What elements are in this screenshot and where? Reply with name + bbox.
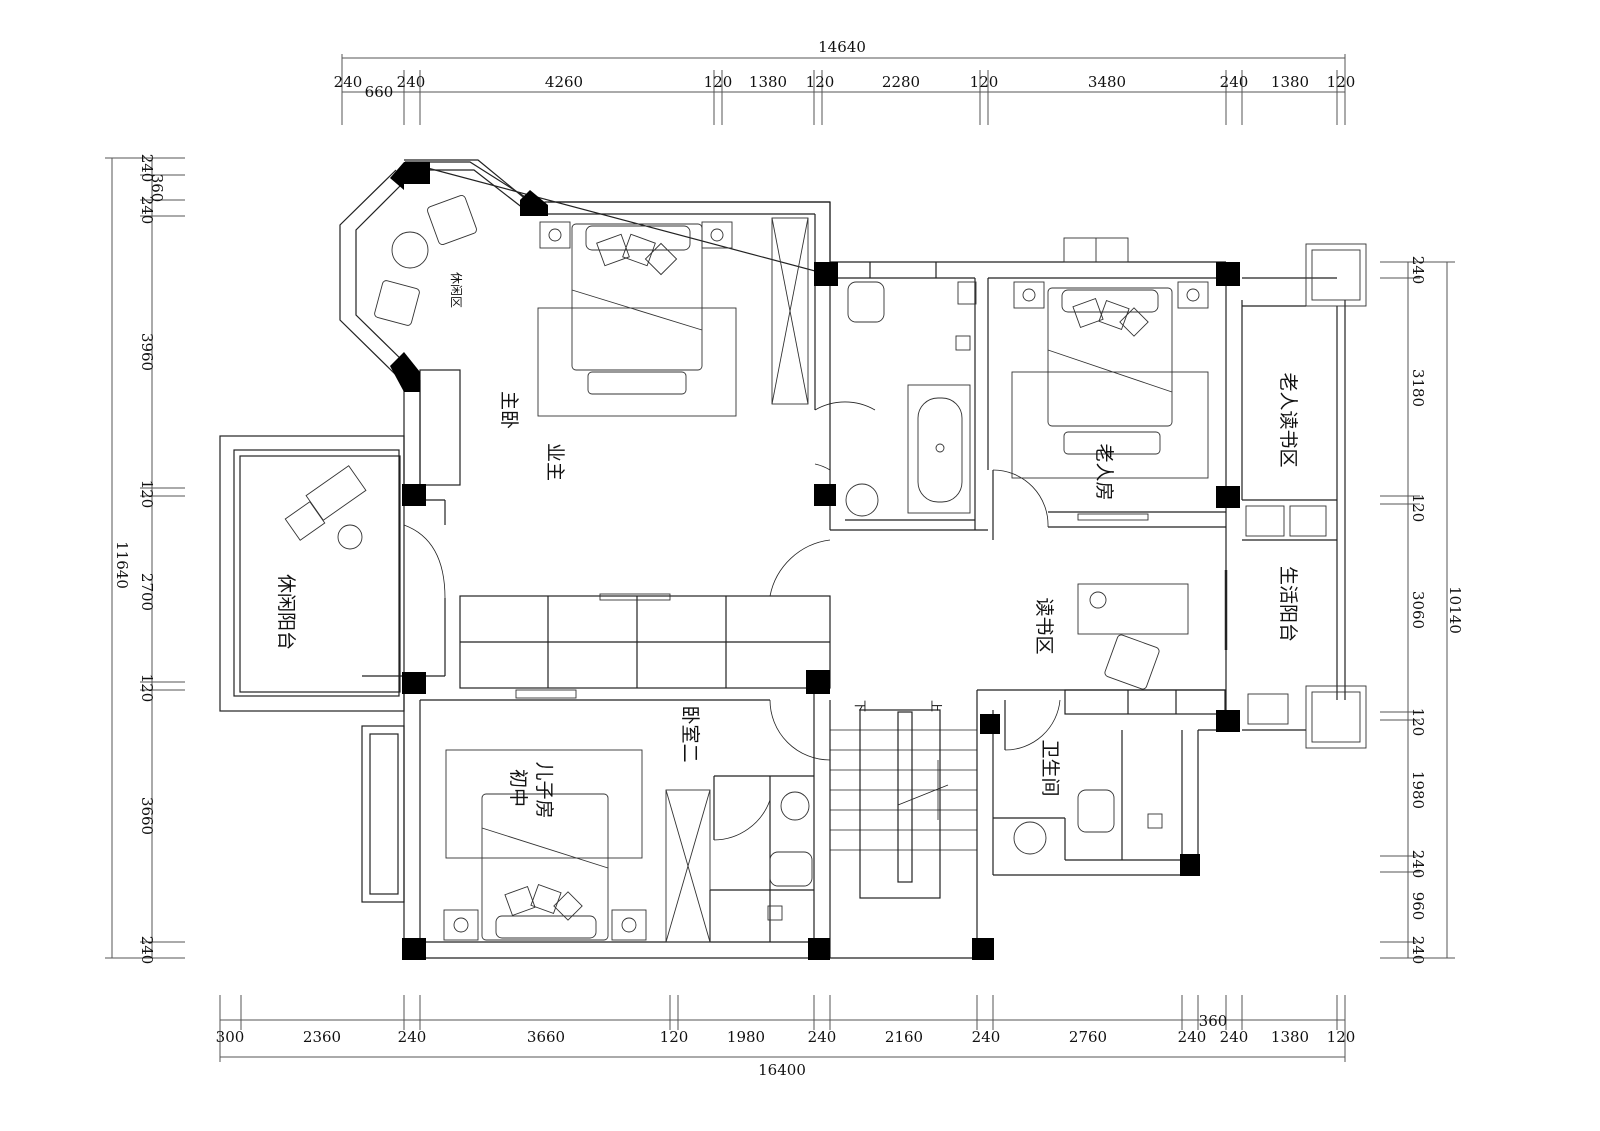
- label-stair-down: 下: [853, 700, 867, 712]
- dim-bottom-label: 3660: [527, 1028, 565, 1046]
- label-son-room: 儿子房: [533, 761, 555, 818]
- label-reading-area: 读书区: [1033, 597, 1055, 654]
- dim-right-label: 120: [1409, 494, 1427, 523]
- dim-top-label: 120: [704, 73, 733, 91]
- dim-top-label: 4260: [545, 73, 583, 91]
- wardrobe-icon: [771, 217, 809, 405]
- columns: [390, 162, 1240, 960]
- dim-right-label: 240: [1409, 850, 1427, 879]
- dim-left-label: 120: [138, 674, 156, 703]
- dim-right-label: 240: [1409, 256, 1427, 285]
- dimension-lines: [105, 54, 1455, 1062]
- lounge-chairs-icon: [374, 195, 477, 326]
- dim-right-label: 3180: [1409, 369, 1427, 407]
- dim-top-label: 660: [365, 83, 394, 101]
- dim-bottom-label: 1980: [727, 1028, 765, 1046]
- label-elder-reading: 老人读书区: [1277, 372, 1299, 467]
- label-lounge-area: 休闲区: [449, 272, 463, 308]
- dim-bottom-label: 2760: [1069, 1028, 1107, 1046]
- label-bedroom-two: 卧室二: [679, 705, 701, 762]
- dim-bottom-label: 240: [1220, 1028, 1249, 1046]
- dim-top-label: 2280: [882, 73, 920, 91]
- sink-icon: [845, 483, 879, 517]
- label-leisure-balcony: 休闲阳台: [275, 574, 297, 650]
- label-master-bedroom: 主卧: [498, 391, 520, 429]
- dim-top-label: 3480: [1088, 73, 1126, 91]
- dim-left-label: 240: [138, 196, 156, 225]
- dim-bottom-total: 16400: [758, 1061, 806, 1079]
- toilet-icon: [847, 281, 885, 323]
- dim-bottom-label: 240: [972, 1028, 1001, 1046]
- room-labels: 主卧 业主 休闲区 休闲阳台 老人读书区 老人房 生活阳台 读书区 卧室二 儿子…: [275, 272, 1299, 819]
- dim-left-label: 360: [148, 174, 166, 203]
- dim-top-label: 120: [970, 73, 999, 91]
- dim-left-label: 120: [138, 480, 156, 509]
- label-bathroom: 卫生间: [1039, 739, 1061, 796]
- bathtub-icon: [907, 384, 971, 514]
- dim-bottom-label: 120: [1327, 1028, 1356, 1046]
- dim-top-label: 1380: [1271, 73, 1309, 91]
- dim-right-label: 120: [1409, 708, 1427, 737]
- dim-top-label: 120: [1327, 73, 1356, 91]
- master-bed-icon: [537, 221, 737, 417]
- balcony-chairs-icon: [284, 465, 367, 550]
- elder-bed-icon: [1011, 281, 1209, 521]
- son-bed-icon: [443, 749, 647, 941]
- dim-bottom-extra: 360: [1199, 1012, 1228, 1030]
- dim-top-label: 240: [397, 73, 426, 91]
- dim-bottom-label: 240: [1178, 1028, 1207, 1046]
- dim-right-total: 10140: [1446, 586, 1464, 634]
- dim-top-label: 240: [1220, 73, 1249, 91]
- dim-right-label: 3060: [1409, 591, 1427, 629]
- label-junior-high: 初中: [507, 769, 529, 807]
- dim-left-label: 3660: [138, 797, 156, 835]
- dim-bottom-label: 240: [398, 1028, 427, 1046]
- dim-right-label: 960: [1409, 892, 1427, 921]
- dim-bottom-label: 300: [216, 1028, 245, 1046]
- walls: [219, 159, 1346, 959]
- label-stair-up: 上: [929, 700, 943, 712]
- dim-bottom-label: 1380: [1271, 1028, 1309, 1046]
- dim-left-label: 240: [138, 936, 156, 965]
- dim-top-label: 240: [334, 73, 363, 91]
- dim-bottom-label: 120: [660, 1028, 689, 1046]
- reading-desk-icon: [1077, 583, 1189, 690]
- label-living-balcony: 生活阳台: [1277, 566, 1299, 642]
- dim-top-total: 14640: [818, 38, 866, 56]
- dim-bottom-label: 2160: [885, 1028, 923, 1046]
- dim-right-label: 1980: [1409, 771, 1427, 809]
- dim-left-label: 3960: [138, 333, 156, 371]
- dim-left-label: 240: [138, 154, 156, 183]
- dim-top-label: 1380: [749, 73, 787, 91]
- dim-top-label: 120: [806, 73, 835, 91]
- label-owner: 业主: [544, 443, 566, 481]
- dim-right-label: 240: [1409, 936, 1427, 965]
- dim-left-total: 11640: [113, 541, 131, 589]
- dim-left-label: 2700: [138, 573, 156, 611]
- furniture: [284, 195, 1367, 943]
- dimension-labels: 14640 240 660 240 4260 120 1380 120 2280…: [113, 38, 1464, 1079]
- dim-bottom-label: 2360: [303, 1028, 341, 1046]
- label-elder-room: 老人房: [1093, 443, 1115, 500]
- dim-bottom-label: 240: [808, 1028, 837, 1046]
